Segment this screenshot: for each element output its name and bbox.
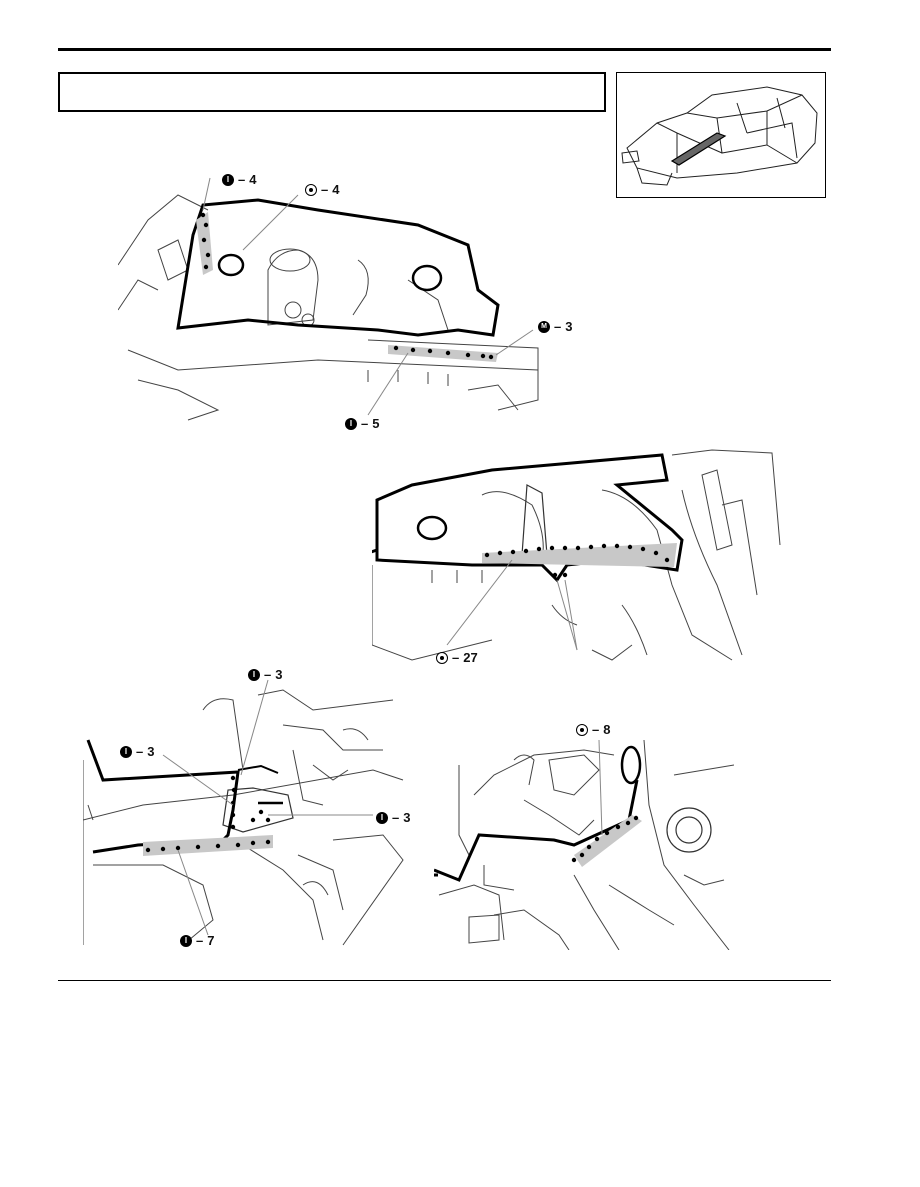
callout-separator: –	[592, 722, 600, 737]
callout-f4-o8: – 8	[576, 722, 610, 737]
figure-4-apron	[434, 735, 734, 950]
figure-1-dash-panel	[118, 170, 558, 430]
figure-2-wheelhouse	[372, 445, 782, 667]
callout-count: 3	[147, 744, 155, 759]
callout-count: 4	[332, 182, 340, 197]
callout-count: 3	[565, 319, 573, 334]
weld-symbol-o-icon	[305, 183, 317, 196]
callout-count: 27	[463, 650, 478, 665]
callout-separator: –	[321, 182, 329, 197]
weld-symbol-i-icon: I	[120, 745, 132, 758]
figure-3-drawing	[83, 679, 404, 946]
weld-symbol-m-icon: M	[538, 320, 550, 333]
figure-3-side-member	[83, 670, 411, 950]
callout-f1-m3: M – 3	[538, 319, 572, 334]
weld-symbol-o-icon	[436, 651, 448, 664]
callout-separator: –	[554, 319, 562, 334]
vehicle-locator-thumbnail	[616, 72, 826, 198]
car-body-locator-icon	[621, 86, 818, 186]
weld-symbol-i-icon: I	[345, 417, 357, 430]
callout-count: 4	[249, 172, 257, 187]
callout-separator: –	[196, 933, 204, 948]
callout-f3-i3c: I – 3	[376, 810, 410, 825]
callout-separator: –	[361, 416, 369, 431]
callout-f3-i3b: I – 3	[120, 744, 154, 759]
callout-f3-i3a: I – 3	[248, 667, 282, 682]
weld-symbol-i-icon: I	[180, 934, 192, 947]
callout-f1-o4: – 4	[305, 182, 339, 197]
callout-count: 8	[603, 722, 611, 737]
callout-separator: –	[264, 667, 272, 682]
callout-count: 7	[207, 933, 215, 948]
callout-separator: –	[136, 744, 144, 759]
header-rule	[58, 48, 831, 51]
weld-symbol-i-icon: I	[222, 173, 234, 186]
callout-separator: –	[238, 172, 246, 187]
figure-1-drawing	[118, 177, 539, 421]
weld-symbol-i-icon: I	[376, 811, 388, 824]
callout-f1-i4: I – 4	[222, 172, 256, 187]
callout-count: 3	[275, 667, 283, 682]
callout-count: 5	[372, 416, 380, 431]
callout-count: 3	[403, 810, 411, 825]
figure-4-drawing	[434, 739, 734, 950]
weld-symbol-o-icon	[576, 723, 588, 736]
weld-symbol-i-icon: I	[248, 668, 260, 681]
footer-rule	[58, 980, 831, 981]
figure-2-drawing	[372, 449, 781, 661]
callout-separator: –	[392, 810, 400, 825]
callout-f1-i5: I – 5	[345, 416, 379, 431]
callout-f3-i7: I – 7	[180, 933, 214, 948]
callout-f2-o27: – 27	[436, 650, 478, 665]
section-title-box	[58, 72, 606, 112]
callout-separator: –	[452, 650, 460, 665]
